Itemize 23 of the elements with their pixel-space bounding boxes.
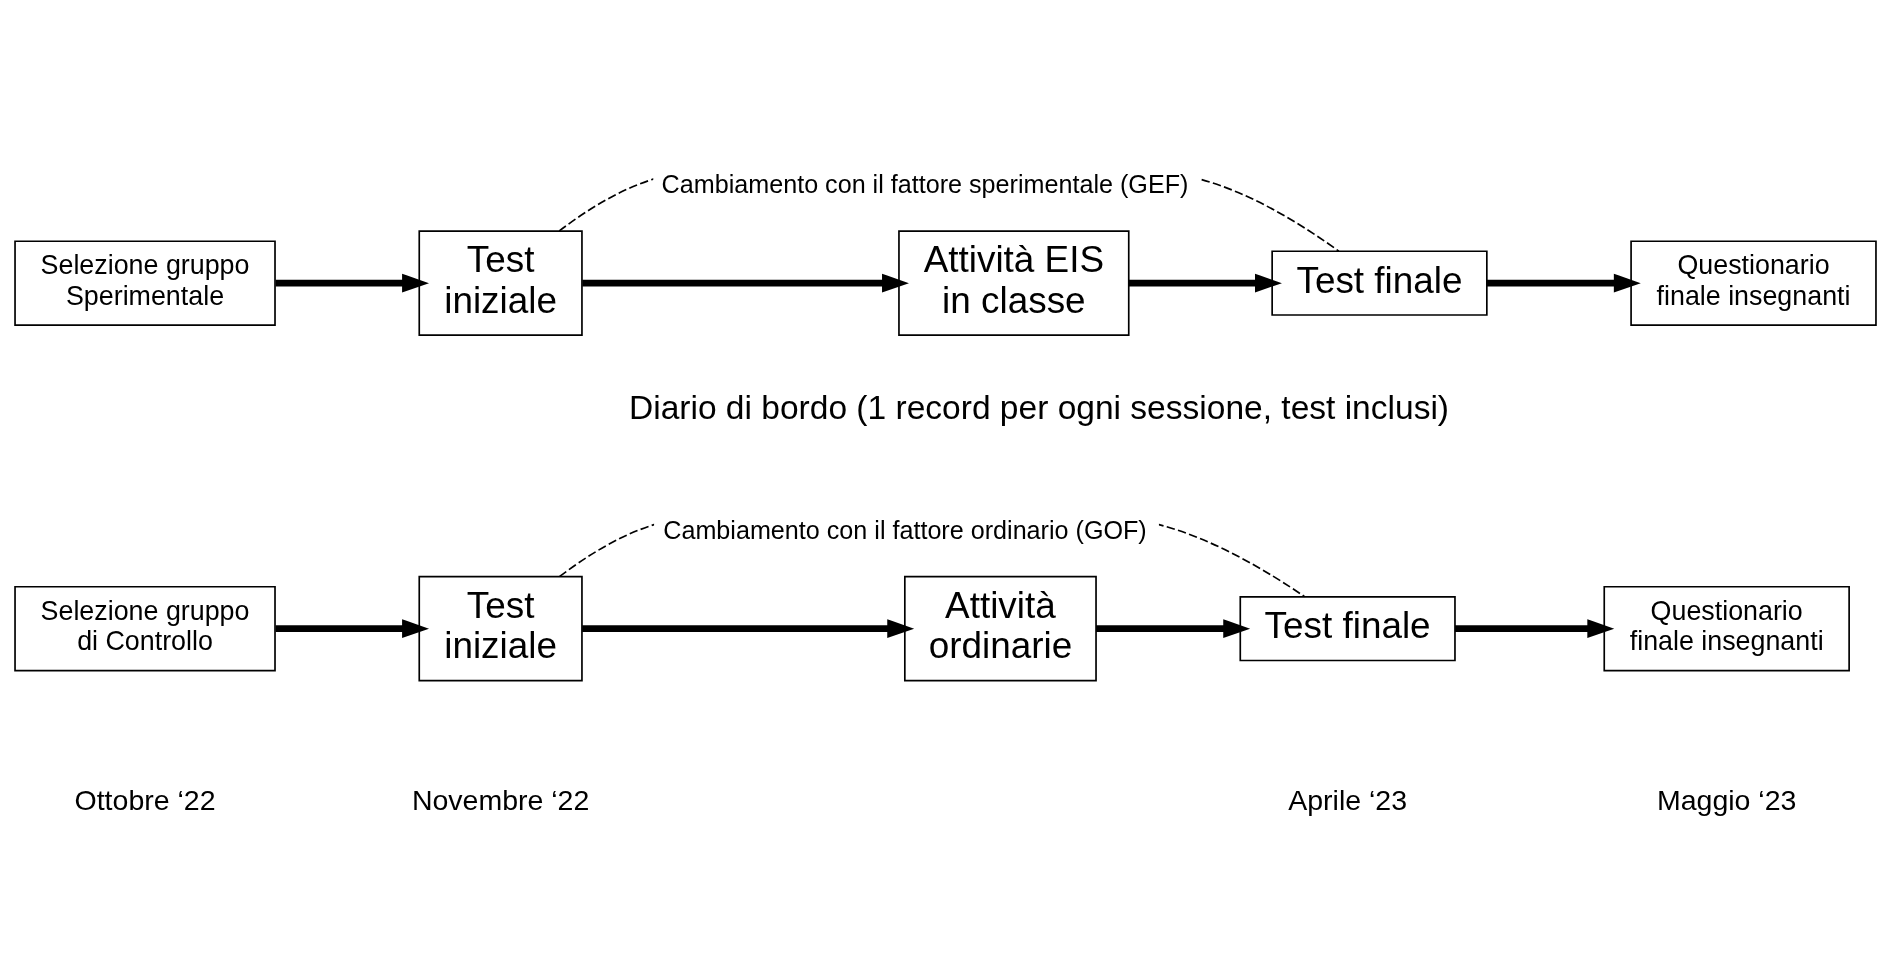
label: Maggio ‘23 [1656,783,1797,816]
node-box: Attività ordinarie [904,575,1097,681]
node-box: Test iniziale [418,229,583,336]
node-box: Questionario finale insegnanti [1630,239,1877,326]
label: Diario di bordo (1 record per ogni sessione, test inclusi) [628,388,1450,426]
label: Novembre ‘22 [411,783,590,816]
edge-label: Cambiamento con il fattore ordinario (GOF) [663,515,1147,544]
arrow [275,618,429,638]
node-box: Selezione gruppo Sperimentale [14,239,276,326]
node-box: Test finale [1271,249,1488,316]
arrow [1128,273,1282,293]
node-box: Attività EIS in classe [898,229,1130,336]
node-box: Selezione gruppo di Controllo [14,585,276,671]
node-box: Test finale [1239,595,1456,661]
edge-label: Cambiamento con il fattore sperimentale (GEF) [661,169,1189,198]
arrow [1486,273,1641,293]
node-box: Test iniziale [418,575,583,681]
arrow [1454,618,1615,638]
arrow [275,273,429,293]
label: Aprile ‘23 [1288,783,1408,816]
node-box: Questionario finale insegnanti [1603,585,1850,671]
label: Ottobre ‘22 [74,783,216,816]
arrow [1096,618,1251,638]
